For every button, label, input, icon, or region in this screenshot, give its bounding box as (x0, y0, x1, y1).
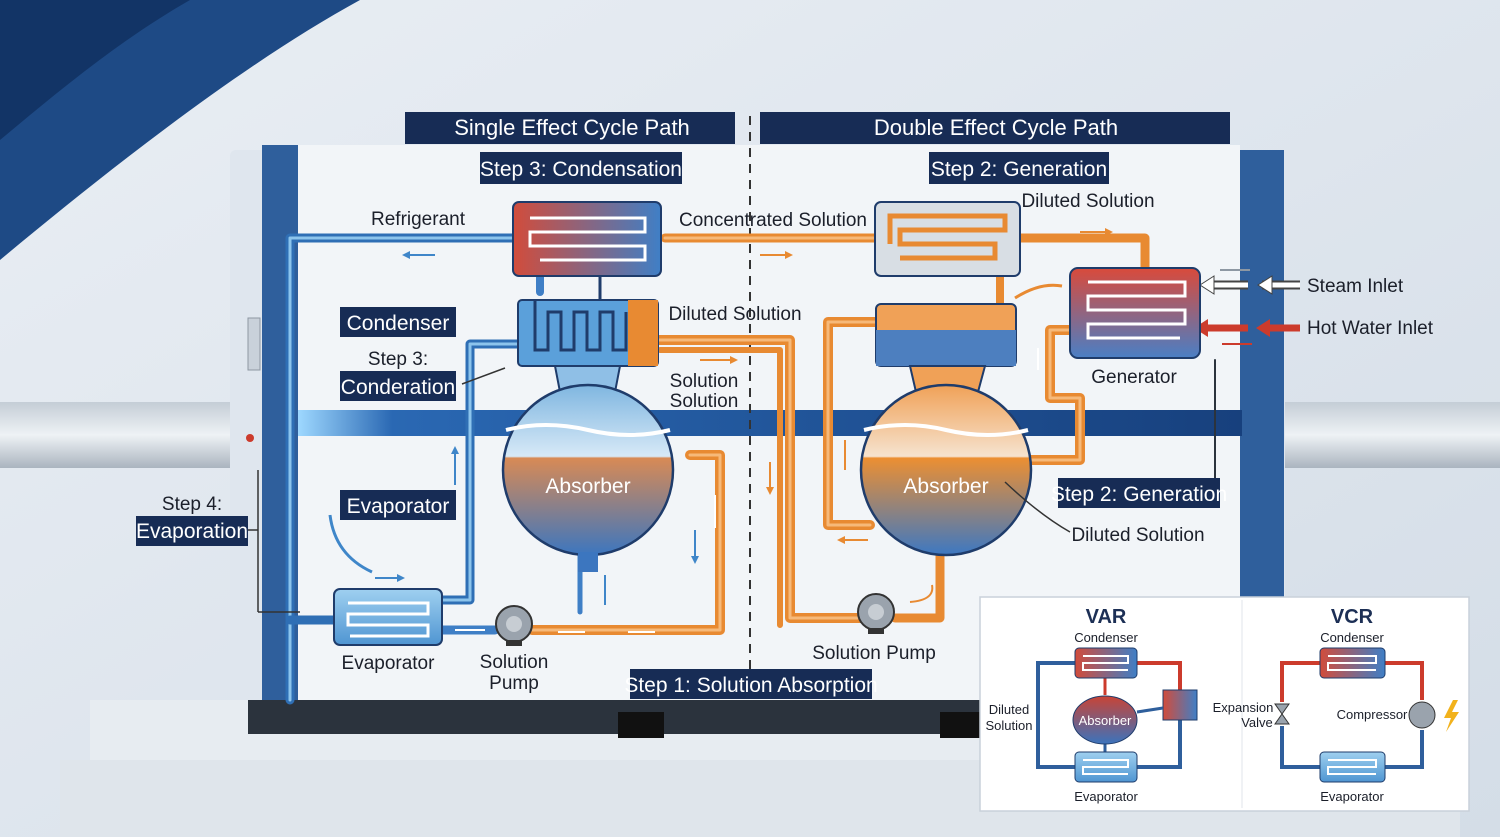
var-diluted-label-1: Diluted (989, 702, 1029, 717)
vcr-title: VCR (1331, 606, 1374, 628)
double-effect-header: Double Effect Cycle Path (874, 115, 1118, 140)
generator (1069, 267, 1201, 359)
var-vcr-comparison-inset: VAR Condenser Absorber Diluted Solution … (979, 596, 1470, 812)
var-diluted-label-2: Solution (986, 718, 1033, 733)
left-absorber (501, 365, 675, 572)
var-absorber-label: Absorber (1079, 713, 1132, 728)
evaporation-banner: Evaporation (136, 520, 248, 543)
step2-generation-side-banner: Step 2: Generation (1051, 483, 1227, 506)
flow-arrows (289, 228, 1252, 633)
step1-absorption-banner: Step 1: Solution Absorption (624, 674, 877, 697)
concentrated-solution-label: Concentrated Solution (679, 210, 867, 231)
var-condenser-label: Condenser (1074, 630, 1138, 645)
steam-inlet-label: Steam Inlet (1307, 276, 1404, 297)
diluted-solution-top-label: Diluted Solution (1021, 191, 1154, 212)
var-title: VAR (1086, 606, 1127, 628)
vcr-compressor-label: Compressor (1337, 707, 1408, 722)
refrigerant-label: Refrigerant (371, 209, 466, 230)
left-condenser-unit (517, 299, 659, 392)
step2-generation-top-banner: Step 2: Generation (931, 158, 1107, 181)
cabinet-handle (247, 317, 261, 371)
left-solution-pump (495, 605, 533, 646)
evaporator-bottom-label: Evaporator (342, 653, 436, 674)
solution-pump-left-label-2: Pump (489, 673, 539, 694)
electric-bolt-icon (1444, 700, 1459, 732)
evaporator-banner: Evaporator (347, 495, 450, 518)
diluted-solution-right-label: Diluted Solution (1071, 525, 1204, 546)
generator-label: Generator (1091, 367, 1177, 388)
solution-pump-right-label: Solution Pump (812, 643, 936, 664)
step4-prefix-label: Step 4: (162, 494, 222, 515)
solution-piping (653, 233, 1216, 628)
absorber-right-label: Absorber (903, 475, 988, 498)
vcr-expansion-label-1: Expansion (1213, 700, 1274, 715)
solution-pump-left-label-1: Solution (480, 652, 549, 673)
conderation-banner: Conderation (341, 376, 455, 399)
right-absorber (859, 365, 1033, 557)
indicator-light (246, 434, 254, 442)
right-solution-pump (857, 593, 895, 634)
step3-condensation-banner: Step 3: Condensation (480, 158, 682, 181)
single-effect-header: Single Effect Cycle Path (454, 115, 690, 140)
var-evaporator-label: Evaporator (1074, 789, 1138, 804)
vcr-condenser-label: Condenser (1320, 630, 1384, 645)
absorber-left-label: Absorber (545, 475, 630, 498)
left-evaporator (333, 588, 443, 646)
step3-prefix-label: Step 3: (368, 349, 428, 370)
solution-label-2: Solution (670, 391, 739, 412)
diluted-solution-mid-label: Diluted Solution (668, 304, 801, 325)
refrigerant-piping (285, 233, 725, 705)
condenser-banner: Condenser (347, 312, 450, 335)
top-left-condenser (512, 201, 662, 300)
right-top-heat-exchanger (874, 201, 1021, 277)
vcr-evaporator-label: Evaporator (1320, 789, 1384, 804)
hot-water-inlet-label: Hot Water Inlet (1307, 318, 1434, 339)
solution-label-1: Solution (670, 371, 739, 392)
vcr-expansion-label-2: Valve (1241, 715, 1273, 730)
steam-inlet-arrow (1199, 275, 1300, 295)
cabinet-blue-band (298, 410, 1242, 436)
